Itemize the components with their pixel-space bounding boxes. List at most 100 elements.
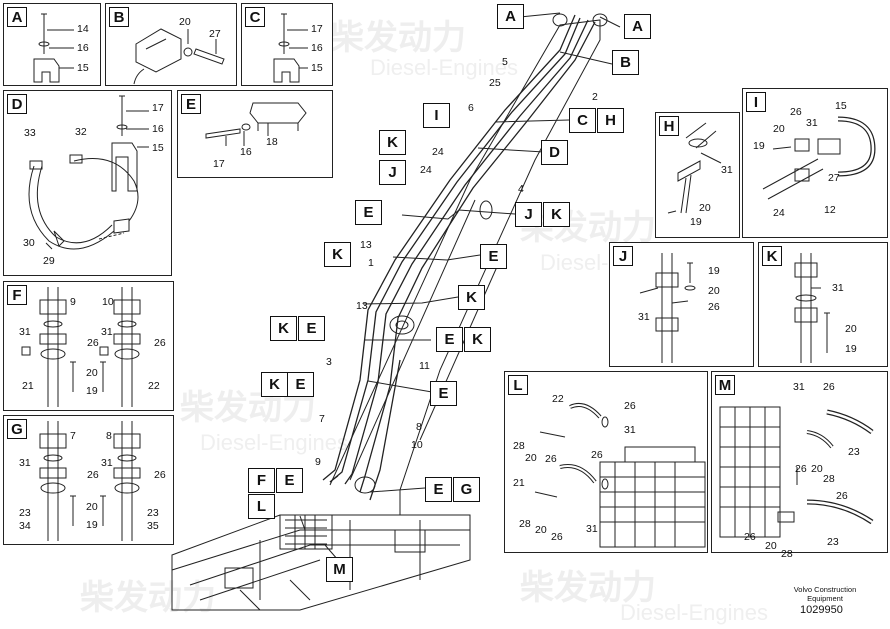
part-num: 19: [753, 140, 765, 152]
main-num: 5: [502, 56, 508, 68]
part-num: 23: [827, 536, 839, 548]
main-num: 1: [368, 257, 374, 269]
panel-label: B: [109, 7, 129, 27]
part-num: 26: [154, 469, 166, 481]
callout-e[interactable]: E: [430, 381, 457, 406]
part-num: 26: [154, 337, 166, 349]
part-num: 19: [708, 265, 720, 277]
callout-k[interactable]: K: [464, 327, 491, 352]
callout-e[interactable]: E: [298, 316, 325, 341]
part-num: 31: [101, 457, 113, 469]
callout-f[interactable]: F: [248, 468, 275, 493]
detail-panel-k: K 31 20 19: [758, 242, 888, 367]
main-num: 3: [326, 356, 332, 368]
part-num: 30: [23, 237, 35, 249]
part-num: 28: [823, 473, 835, 485]
part-num: 22: [552, 393, 564, 405]
main-num: 6: [468, 102, 474, 114]
callout-k[interactable]: K: [543, 202, 570, 227]
part-num: 15: [152, 142, 164, 154]
part-num: 15: [311, 62, 323, 74]
callout-e[interactable]: E: [425, 477, 452, 502]
part-num: 28: [519, 518, 531, 530]
part-num: 26: [708, 301, 720, 313]
part-num: 9: [70, 296, 76, 308]
part-num: 20: [811, 463, 823, 475]
part-num: 14: [77, 23, 89, 35]
part-num: 26: [795, 463, 807, 475]
part-num: 33: [24, 127, 36, 139]
callout-g[interactable]: G: [453, 477, 480, 502]
main-num: 9: [315, 456, 321, 468]
part-num: 19: [86, 519, 98, 531]
callout-e[interactable]: E: [276, 468, 303, 493]
part-num: 31: [721, 164, 733, 176]
detail-panel-m: M 31 26 23 26 20 28 26 26 20 28 23: [711, 371, 888, 560]
main-num: 4: [518, 183, 524, 195]
valve-fittings-drawing: [719, 406, 874, 538]
part-num: 20: [708, 285, 720, 297]
part-num: 26: [624, 400, 636, 412]
callout-a[interactable]: A: [624, 14, 651, 39]
panel-label: H: [659, 116, 679, 136]
part-num: 31: [19, 326, 31, 338]
callout-h[interactable]: H: [597, 108, 624, 133]
part-num: 15: [835, 100, 847, 112]
part-num: 26: [836, 490, 848, 502]
callout-j[interactable]: J: [379, 160, 406, 185]
part-num: 15: [77, 62, 89, 74]
callout-j[interactable]: J: [515, 202, 542, 227]
callout-m[interactable]: M: [326, 557, 353, 582]
callout-e[interactable]: E: [287, 372, 314, 397]
part-num: 26: [87, 469, 99, 481]
main-num: 25: [489, 77, 501, 89]
part-num: 22: [148, 380, 160, 392]
part-num: 16: [152, 123, 164, 135]
part-num: 20: [535, 524, 547, 536]
fitting-drawing: [39, 421, 141, 541]
detail-panel-e: E 18 17 16: [177, 90, 333, 178]
callout-k[interactable]: K: [270, 316, 297, 341]
bracket-drawing: [273, 13, 308, 83]
part-num: 20: [699, 202, 711, 214]
callout-k[interactable]: K: [324, 242, 351, 267]
main-num: 8: [416, 421, 422, 433]
callout-e[interactable]: E: [436, 327, 463, 352]
main-num: 13: [360, 239, 372, 251]
part-num: 8: [106, 430, 112, 442]
callout-c[interactable]: C: [569, 108, 596, 133]
division-name: Equipment: [807, 594, 843, 603]
panel-label: A: [7, 7, 27, 27]
part-num: 19: [86, 385, 98, 397]
part-num: 18: [266, 136, 278, 148]
part-num: 31: [624, 424, 636, 436]
part-num: 27: [209, 28, 221, 40]
part-num: 32: [75, 126, 87, 138]
part-num: 31: [101, 326, 113, 338]
panel-label: L: [508, 375, 528, 395]
callout-k[interactable]: K: [261, 372, 288, 397]
detail-panel-c: C 17 16 15: [241, 3, 333, 86]
part-num: 20: [773, 123, 785, 135]
panel-label: M: [715, 375, 735, 395]
panel-label: G: [7, 419, 27, 439]
callout-k[interactable]: K: [458, 285, 485, 310]
main-num: 24: [432, 146, 444, 158]
callout-b[interactable]: B: [612, 50, 639, 75]
main-num: 2: [592, 91, 598, 103]
callout-k[interactable]: K: [379, 130, 406, 155]
callout-a[interactable]: A: [497, 4, 524, 29]
part-num: 31: [832, 282, 844, 294]
part-num: 26: [545, 453, 557, 465]
fitting-drawing: [639, 253, 696, 363]
part-num: 28: [781, 548, 793, 560]
part-num: 20: [845, 323, 857, 335]
panel-label: C: [245, 7, 265, 27]
callout-i[interactable]: I: [423, 103, 450, 128]
callout-l[interactable]: L: [248, 494, 275, 519]
callout-d[interactable]: D: [541, 140, 568, 165]
part-num: 20: [765, 540, 777, 552]
callout-e[interactable]: E: [355, 200, 382, 225]
callout-e[interactable]: E: [480, 244, 507, 269]
part-num: 26: [87, 337, 99, 349]
